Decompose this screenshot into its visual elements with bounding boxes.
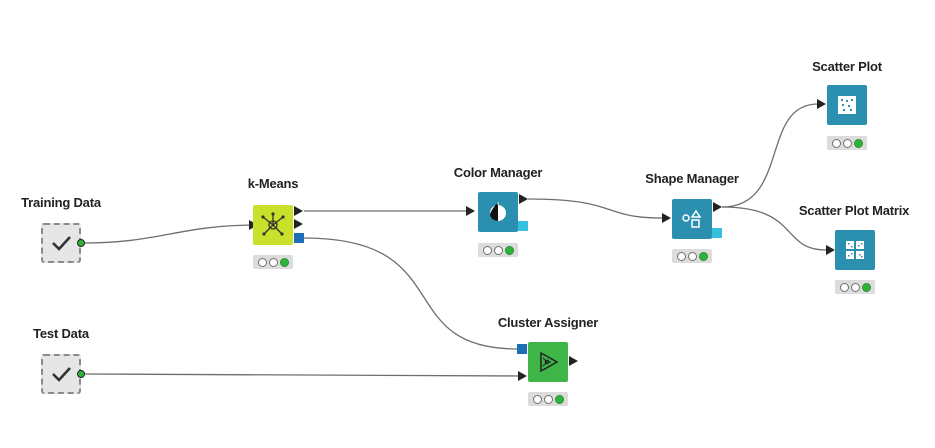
scatter-plot-input-port[interactable] xyxy=(817,99,826,109)
checkmark-icon xyxy=(52,367,71,382)
node-label-cluster-assigner[interactable]: Cluster Assigner xyxy=(497,315,599,330)
status-light-yellow xyxy=(268,257,278,267)
color-manager-output-port[interactable] xyxy=(519,194,528,204)
node-label-scatter-plot[interactable]: Scatter Plot xyxy=(812,59,882,74)
connection-color-to-shape-manager[interactable] xyxy=(527,198,663,219)
status-light-red xyxy=(482,245,492,255)
status-light-green xyxy=(698,251,708,261)
node-label-kmeans[interactable]: k-Means xyxy=(247,176,299,191)
node-scatter-plot[interactable] xyxy=(827,85,867,125)
predictor-icon xyxy=(540,351,559,373)
scatter-plot-icon xyxy=(838,96,856,114)
cluster-icon xyxy=(261,212,285,236)
node-label-shape-manager[interactable]: Shape Manager xyxy=(645,171,739,186)
status-scatter-plot xyxy=(827,136,867,150)
node-kmeans[interactable] xyxy=(253,205,293,245)
status-light-green xyxy=(861,282,871,292)
node-cluster-assigner[interactable] xyxy=(528,342,568,382)
status-light-green xyxy=(554,394,564,404)
connection-shape-to-scatter-plot[interactable] xyxy=(721,103,819,208)
connection-shape-to-scatter-matrix[interactable] xyxy=(721,206,827,251)
status-light-yellow xyxy=(493,245,503,255)
status-cluster-assigner xyxy=(528,392,568,406)
node-shape-manager[interactable] xyxy=(672,199,712,239)
status-light-green xyxy=(279,257,289,267)
node-scatter-plot-matrix[interactable] xyxy=(835,230,875,270)
node-label-color-manager[interactable]: Color Manager xyxy=(453,165,543,180)
node-test-data[interactable] xyxy=(41,354,81,394)
shape-manager-view-property-port[interactable] xyxy=(712,228,722,238)
status-light-red xyxy=(831,138,841,148)
kmeans-model-output-port[interactable] xyxy=(294,233,304,243)
status-light-yellow xyxy=(687,251,697,261)
status-light-green xyxy=(504,245,514,255)
node-label-scatter-plot-matrix[interactable]: Scatter Plot Matrix xyxy=(798,203,910,218)
status-light-yellow xyxy=(543,394,553,404)
color-drop-icon xyxy=(490,202,506,222)
training-data-output-port[interactable] xyxy=(77,239,85,247)
scatter-matrix-input-port[interactable] xyxy=(826,245,835,255)
status-color-manager xyxy=(478,243,518,257)
color-manager-input-port[interactable] xyxy=(466,206,475,216)
cluster-assigner-data-input-port[interactable] xyxy=(518,371,527,381)
cluster-assigner-output-port[interactable] xyxy=(569,356,578,366)
connection-kmeans-model-to-cluster-assigner[interactable] xyxy=(303,237,519,350)
status-light-red xyxy=(532,394,542,404)
node-color-manager[interactable] xyxy=(478,192,518,232)
checkmark-icon xyxy=(52,236,71,251)
status-shape-manager xyxy=(672,249,712,263)
kmeans-output-port-1[interactable] xyxy=(294,206,303,216)
status-light-yellow xyxy=(850,282,860,292)
status-light-red xyxy=(839,282,849,292)
status-kmeans xyxy=(253,255,293,269)
test-data-output-port[interactable] xyxy=(77,370,85,378)
status-light-red xyxy=(257,257,267,267)
cluster-assigner-model-input-port[interactable] xyxy=(517,344,527,354)
node-label-training-data[interactable]: Training Data xyxy=(21,195,101,210)
status-light-yellow xyxy=(842,138,852,148)
node-label-test-data[interactable]: Test Data xyxy=(33,326,89,341)
color-manager-view-property-port[interactable] xyxy=(518,221,528,231)
status-light-red xyxy=(676,251,686,261)
kmeans-output-port-2[interactable] xyxy=(294,219,303,229)
scatter-matrix-icon xyxy=(846,241,864,259)
node-training-data[interactable] xyxy=(41,223,81,263)
shape-manager-input-port[interactable] xyxy=(662,213,671,223)
shape-manager-output-port[interactable] xyxy=(713,202,722,212)
status-light-green xyxy=(853,138,863,148)
connection-test-to-cluster-assigner[interactable] xyxy=(83,373,519,377)
status-scatter-plot-matrix xyxy=(835,280,875,294)
connection-training-to-kmeans[interactable] xyxy=(83,224,258,244)
shapes-icon xyxy=(682,209,702,228)
